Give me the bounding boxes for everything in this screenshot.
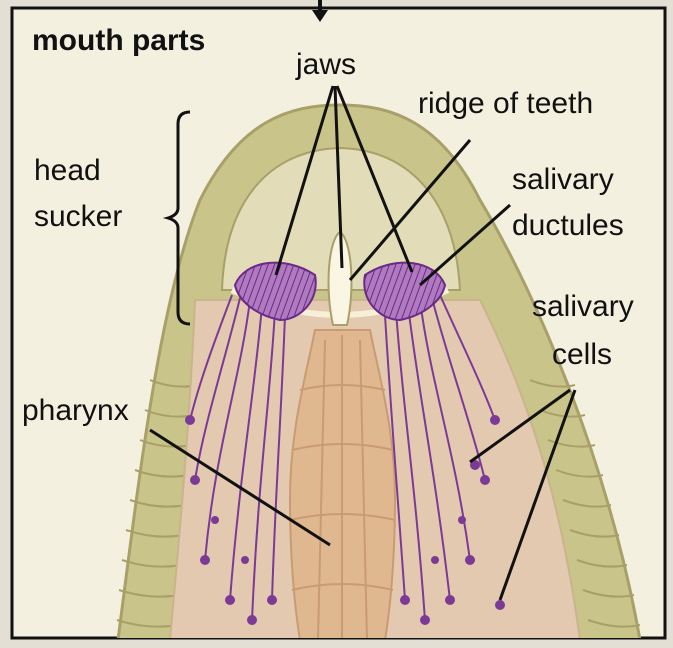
label-salivary-ductules-line1: salivary — [512, 163, 614, 196]
label-head-sucker-line2: sucker — [34, 200, 122, 233]
diagram-title: mouth parts — [32, 24, 205, 57]
label-salivary-cells-line2: cells — [552, 338, 612, 371]
label-pharynx: pharynx — [22, 394, 129, 427]
label-ridge-of-teeth: ridge of teeth — [418, 87, 593, 120]
label-head-sucker-line1: head — [34, 154, 101, 187]
label-salivary-cells-line1: salivary — [532, 290, 634, 323]
label-salivary-ductules-line2: ductules — [512, 209, 624, 242]
label-jaws: jaws — [295, 48, 356, 81]
